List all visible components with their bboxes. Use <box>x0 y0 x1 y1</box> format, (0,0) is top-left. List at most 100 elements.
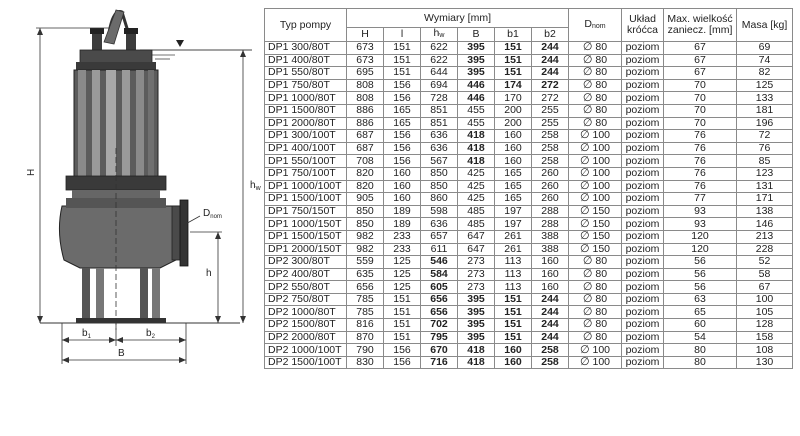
cell-h: 850 <box>346 204 384 219</box>
cell-h: 687 <box>346 129 384 143</box>
cell-mass: 213 <box>736 229 794 244</box>
cell-mass: 181 <box>736 103 794 118</box>
cell-b2: 272 <box>530 91 570 105</box>
cell-hw: 546 <box>420 255 458 269</box>
dnom-value: 80 <box>595 331 608 343</box>
cell-dnom: ∅ 100 <box>568 179 623 194</box>
cell-b2: 255 <box>530 116 570 131</box>
cell-b1: 174 <box>494 78 532 93</box>
cell-solids: 76 <box>663 154 738 168</box>
cell-b: 446 <box>457 91 495 105</box>
cell-model: DP1 1000/150T <box>264 217 347 231</box>
cell-layout: poziom <box>621 179 665 194</box>
cell-model: DP1 1500/150T <box>264 229 347 244</box>
cell-solids: 54 <box>663 330 738 345</box>
cell-layout: poziom <box>621 192 665 206</box>
cell-b2: 244 <box>530 66 570 80</box>
cell-model: DP1 400/80T <box>264 53 347 68</box>
cell-hw: 656 <box>420 292 458 307</box>
cell-l: 125 <box>383 255 421 269</box>
pump-spec-table: Typ pompy Wymiary [mm] Dnom Układ króćca… <box>264 8 794 370</box>
cell-h: 905 <box>346 192 384 206</box>
subheader-H: H <box>346 27 384 42</box>
cell-b2: 258 <box>530 355 570 370</box>
cell-h: 790 <box>346 343 384 357</box>
diameter-icon: ∅ <box>582 293 593 306</box>
cell-b1: 113 <box>494 280 532 294</box>
diameter-icon: ∅ <box>582 331 593 343</box>
diameter-icon: ∅ <box>582 117 593 129</box>
cell-b: 418 <box>457 355 495 370</box>
cell-solids: 70 <box>663 103 738 118</box>
cell-l: 156 <box>383 154 421 168</box>
dim-label-hw: hw <box>250 180 262 192</box>
diameter-icon: ∅ <box>579 343 590 356</box>
cell-layout: poziom <box>621 141 665 156</box>
dnom-value: 150 <box>592 217 611 230</box>
cell-h: 559 <box>346 255 384 269</box>
cell-hw: 851 <box>420 116 458 131</box>
cell-dnom: ∅ 150 <box>568 242 623 257</box>
cell-h: 886 <box>346 103 384 118</box>
cell-dnom: ∅ 80 <box>568 330 623 345</box>
cell-mass: 133 <box>736 91 794 105</box>
cell-layout: poziom <box>621 217 665 231</box>
cell-h: 830 <box>346 355 384 370</box>
pump-body-illustration <box>40 9 252 324</box>
cell-b2: 388 <box>530 242 570 257</box>
dnom-value: 80 <box>595 54 608 66</box>
dnom-value: 80 <box>595 293 608 306</box>
cell-b2: 258 <box>530 343 570 357</box>
cell-l: 151 <box>383 305 421 320</box>
cell-model: DP1 1000/80T <box>264 91 347 105</box>
cell-l: 165 <box>383 103 421 118</box>
cell-b2: 244 <box>530 53 570 68</box>
cell-layout: poziom <box>621 343 665 357</box>
cell-mass: 158 <box>736 330 794 345</box>
cell-layout: poziom <box>621 330 665 345</box>
cell-solids: 93 <box>663 204 738 219</box>
diameter-icon: ∅ <box>579 142 590 155</box>
cell-hw: 850 <box>420 166 458 181</box>
cell-l: 160 <box>383 166 421 181</box>
cell-solids: 76 <box>663 179 738 194</box>
cell-layout: poziom <box>621 292 665 307</box>
cell-h: 673 <box>346 53 384 68</box>
cell-dnom: ∅ 80 <box>568 267 623 282</box>
cell-b1: 113 <box>494 255 532 269</box>
cell-dnom: ∅ 150 <box>568 229 623 244</box>
cell-mass: 108 <box>736 343 794 357</box>
dnom-value: 80 <box>595 79 608 92</box>
diameter-icon: ∅ <box>579 192 590 205</box>
cell-model: DP1 2000/150T <box>264 242 347 257</box>
cell-solids: 56 <box>663 255 738 269</box>
cell-b: 455 <box>457 116 495 131</box>
cell-b1: 160 <box>494 154 532 168</box>
cell-b1: 151 <box>494 305 532 320</box>
dnom-value: 80 <box>595 255 608 268</box>
cell-dnom: ∅ 80 <box>568 305 623 320</box>
cell-hw: 567 <box>420 154 458 168</box>
dnom-value: 100 <box>592 343 611 356</box>
subheader-l: l <box>383 27 421 42</box>
cell-model: DP1 1500/80T <box>264 103 347 118</box>
cell-model: DP2 400/80T <box>264 267 347 282</box>
cell-model: DP2 300/80T <box>264 255 347 269</box>
cell-b1: 165 <box>494 179 532 194</box>
cell-hw: 584 <box>420 267 458 282</box>
dim-label-b1: b1 <box>82 328 92 340</box>
dnom-value: 80 <box>595 280 608 293</box>
cell-b: 485 <box>457 217 495 231</box>
cell-b2: 244 <box>530 305 570 320</box>
cell-hw: 850 <box>420 179 458 194</box>
cell-b2: 272 <box>530 78 570 93</box>
cell-b: 425 <box>457 166 495 181</box>
cell-b2: 244 <box>530 318 570 332</box>
cell-model: DP2 1500/80T <box>264 318 347 332</box>
subheader-b1: b1 <box>494 27 532 42</box>
diameter-icon: ∅ <box>579 205 590 218</box>
